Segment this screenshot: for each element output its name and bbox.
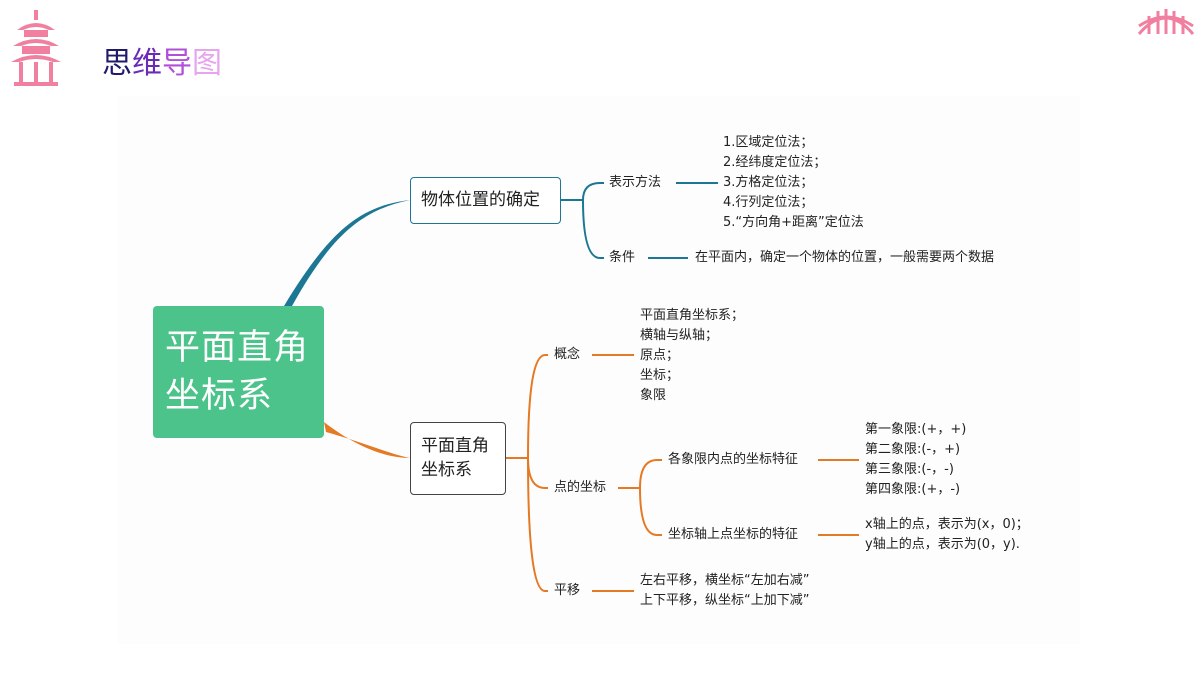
connector-coords-axis — [639, 487, 662, 536]
condition-text: 在平面内，确定一个物体的位置，一般需要两个数据 — [695, 250, 995, 265]
translate-list: 左右平移，横坐标“左加右减” 上下平移，纵坐标“上加下减” — [640, 571, 809, 611]
title-char: 导 — [162, 46, 192, 81]
page-title: 思维导图 — [102, 44, 222, 84]
method-list: 1.区域定位法； 2.经纬度定位法； 3.方格定位法； 4.行列定位法； 5.“… — [723, 133, 864, 233]
translate-label: 平移 — [554, 583, 581, 598]
list-item: 5.“方向角+距离”定位法 — [723, 215, 864, 230]
concept-list: 平面直角坐标系； 横轴与纵轴； 原点； 坐标； 象限 — [640, 306, 744, 406]
title-char: 维 — [132, 46, 162, 81]
condition-label: 条件 — [609, 250, 636, 265]
list-item: 4.行列定位法； — [723, 195, 814, 210]
quadrant-label: 各象限内点的坐标特征 — [668, 452, 799, 467]
list-item: 3.方格定位法； — [723, 175, 814, 190]
list-item: 象限 — [640, 388, 667, 403]
list-item: 第四象限:(+，-) — [865, 482, 961, 497]
method-label: 表示方法 — [609, 175, 662, 190]
connector-root-b1 — [284, 200, 410, 306]
branch-coordinate-node: 平面直角 坐标系 — [410, 422, 506, 495]
connector-b2-translate — [527, 457, 548, 592]
list-item: 原点； — [640, 348, 680, 363]
connector-coords-quadrant — [639, 459, 662, 489]
list-item: 平面直角坐标系； — [640, 308, 745, 323]
quadrant-list: 第一象限:(+，+) 第二象限:(-，+) 第三象限:(-，-) 第四象限:(+… — [865, 420, 966, 500]
list-item: 上下平移，纵坐标“上加下减” — [640, 593, 810, 608]
bridge-icon — [1137, 9, 1195, 35]
axis-list: x轴上的点，表示为(x，0)； y轴上的点，表示为(0，y). — [865, 515, 1029, 555]
title-char: 图 — [192, 46, 222, 81]
connector-b1-condition — [582, 199, 604, 259]
list-item: 第一象限:(+，+) — [865, 422, 967, 437]
pagoda-icon — [11, 10, 61, 86]
list-item: 1.区域定位法； — [723, 135, 814, 150]
list-item: 横轴与纵轴； — [640, 328, 719, 343]
list-item: x轴上的点，表示为(x，0)； — [865, 517, 1029, 532]
connector-b2-coords — [527, 457, 548, 489]
list-item: 第三象限:(-，-) — [865, 462, 954, 477]
list-item: 第二象限:(-，+) — [865, 442, 961, 457]
list-item: 坐标； — [640, 368, 680, 383]
list-item: 2.经纬度定位法； — [723, 155, 827, 170]
axis-label: 坐标轴上点坐标的特征 — [668, 527, 799, 542]
coords-label: 点的坐标 — [554, 480, 607, 495]
branch-position-node: 物体位置的确定 — [410, 177, 561, 224]
connector-b1-method — [582, 182, 604, 201]
list-item: y轴上的点，表示为(0，y). — [865, 537, 1020, 552]
title-char: 思 — [102, 46, 132, 81]
list-item: 左右平移，横坐标“左加右减” — [640, 573, 810, 588]
connector-root-b2 — [324, 422, 410, 458]
root-node: 平面直角 坐标系 — [153, 306, 324, 438]
connector-b2-concept — [527, 354, 548, 459]
concept-label: 概念 — [554, 347, 581, 362]
